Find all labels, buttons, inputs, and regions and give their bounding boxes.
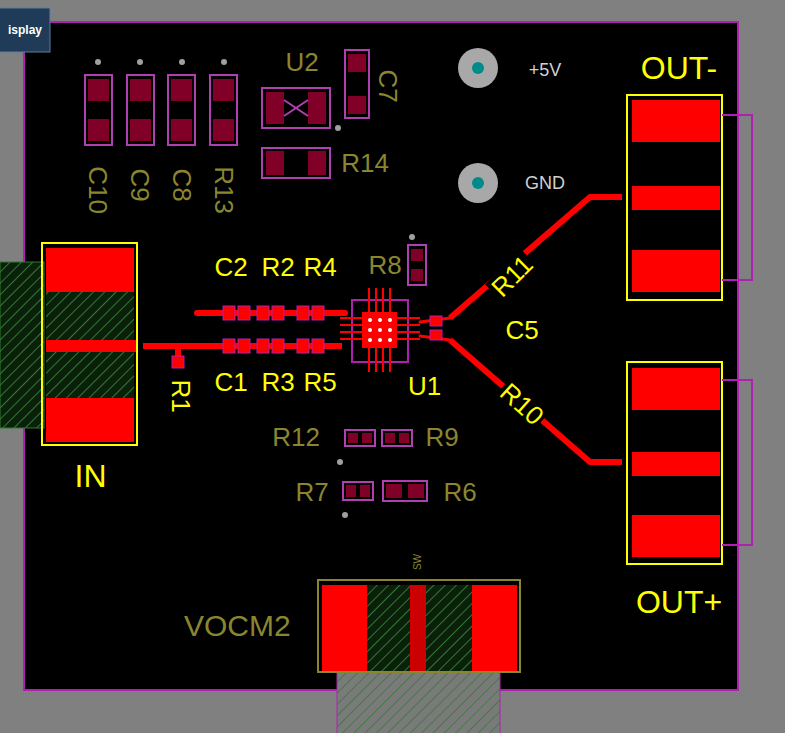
copper-trace — [450, 340, 622, 462]
bottom-regulator — [262, 88, 330, 128]
designator: R7 — [295, 479, 328, 505]
designator: R3 — [261, 369, 294, 395]
pin1-dot — [95, 59, 415, 518]
connector-label: VOCM2 — [184, 611, 291, 641]
designator: C1 — [214, 369, 247, 395]
connector-label: OUT- — [622, 52, 736, 84]
designator: R8 — [368, 252, 401, 278]
vocm-connector — [318, 580, 520, 733]
designator: R1 — [168, 379, 194, 412]
designator: C8 — [169, 168, 195, 201]
designator: C2 — [214, 254, 247, 280]
amplifier-footprint — [340, 288, 420, 372]
designator: C5 — [505, 317, 538, 343]
output-connector: OUT+ — [622, 360, 736, 620]
copper-trace — [450, 197, 622, 318]
designator: SW — [413, 554, 423, 570]
connector-label: IN — [38, 460, 143, 492]
designator: R2 — [261, 254, 294, 280]
in-connector — [0, 243, 137, 445]
bottom-capacitor — [85, 75, 237, 145]
designator: C7 — [375, 69, 401, 102]
designator: R5 — [303, 369, 336, 395]
designator: R10 — [494, 377, 550, 431]
net-label: +5V — [529, 61, 562, 79]
out-plus-connector — [627, 362, 752, 564]
vocm-connector: VOCM2 — [180, 575, 525, 677]
designator: R11 — [485, 249, 539, 303]
toolbar-text: isplay — [8, 24, 42, 36]
designator: R4 — [303, 254, 336, 280]
toolbar-button — [0, 8, 50, 52]
designator: R14 — [341, 150, 389, 176]
designator: R12 — [272, 424, 320, 450]
board-outline — [24, 22, 738, 690]
connector-label: U1 — [408, 373, 441, 399]
designator: C9 — [127, 168, 153, 201]
bottom-resistor — [262, 50, 427, 501]
amplifier-ic: U1 — [342, 283, 450, 403]
input-connector: IN — [38, 238, 143, 494]
test-point — [458, 48, 498, 203]
designator: U2 — [285, 49, 318, 75]
designator: R13 — [211, 166, 237, 214]
out-minus-connector — [627, 95, 752, 300]
net-label: GND — [525, 174, 565, 192]
connector-label: OUT+ — [622, 586, 736, 618]
designator: R9 — [425, 424, 458, 450]
resistor-pad — [172, 306, 442, 368]
designator: C10 — [85, 166, 111, 214]
designator: R6 — [443, 479, 476, 505]
output-connector: OUT- — [622, 50, 736, 304]
